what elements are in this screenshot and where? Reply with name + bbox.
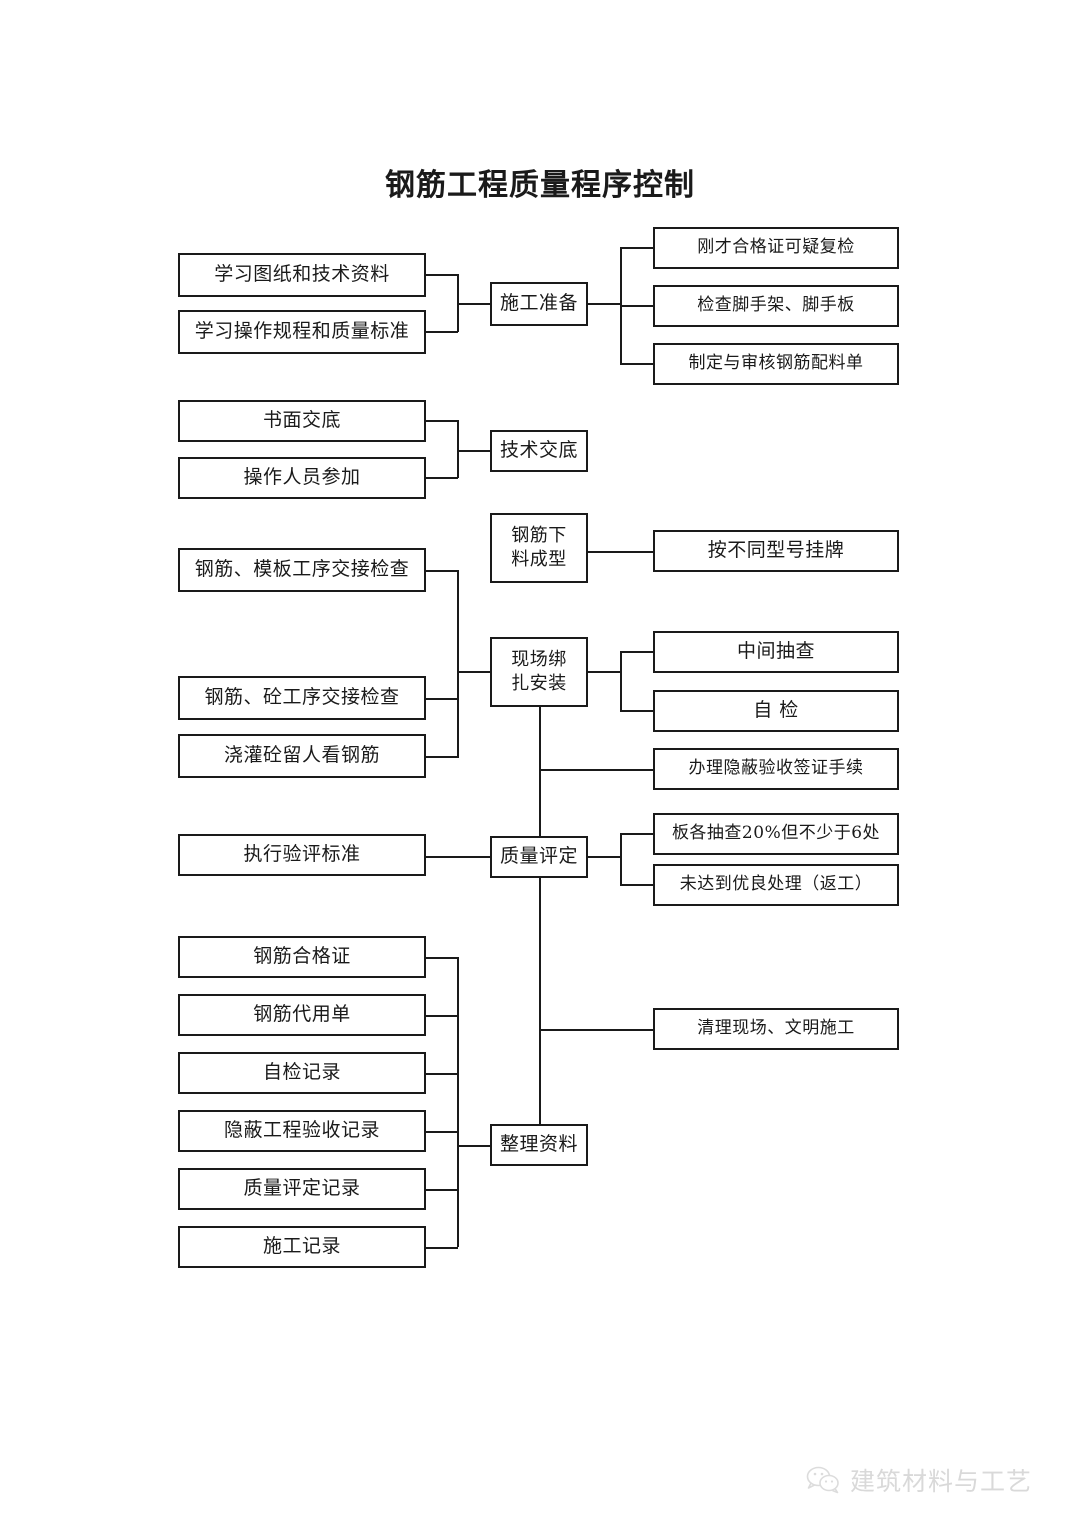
node-site-binding-install-label: 现场绑 扎安装 [511,648,567,694]
node-rework-if-not-excellent: 未达到优良处理（返工） [653,864,899,906]
connector-prep-right [588,303,621,305]
connector-right-bus-5 [620,833,622,885]
connector-n24-right [426,1015,458,1017]
node-study-drawings: 学习图纸和技术资料 [178,253,426,297]
node-rebar-material-list: 制定与审核钢筋配料单 [653,343,899,385]
connector-spine-binding-to-quality [539,707,541,837]
node-written-disclosure: 书面交底 [178,400,426,442]
node-rebar-certificate: 钢筋合格证 [178,936,426,978]
connector-n14-right [426,756,458,758]
node-rebar-cutting-forming: 钢筋下 料成型 [490,513,588,583]
node-slab-sampling: 板各抽查20%但不少于6处 [653,813,899,855]
connector-n25-right [426,1073,458,1075]
connector-quality-right [588,856,621,858]
wechat-icon [806,1465,840,1495]
node-self-inspection-record: 自检记录 [178,1052,426,1094]
connector-n12-right [426,570,458,572]
connector-n13-right [426,698,458,700]
node-file-organization: 整理资料 [490,1124,588,1166]
node-rebar-concrete-handover: 钢筋、砼工序交接检查 [178,676,426,720]
node-rebar-formwork-handover: 钢筋、模板工序交接检查 [178,548,426,592]
connector-n19-to-quality [426,856,491,858]
watermark-text: 建筑材料与工艺 [850,1467,1033,1496]
connector-n26-right [426,1131,458,1133]
node-rebar-cutting-forming-label: 钢筋下 料成型 [511,524,567,570]
node-watch-rebar-pouring: 浇灌砼留人看钢筋 [178,734,426,778]
node-concealed-acceptance-record: 隐蔽工程验收记录 [178,1110,426,1152]
connector-bus3-to-binding [457,671,491,673]
node-interim-sampling: 中间抽查 [653,631,899,673]
connector-bus1-n6 [620,363,654,365]
node-execute-standards: 执行验评标准 [178,834,426,876]
node-check-scaffold: 检查脚手架、脚手板 [653,285,899,327]
connector-bus3-n16 [620,651,654,653]
page-title: 钢筋工程质量程序控制 [385,168,695,203]
node-operator-participation: 操作人员参加 [178,457,426,499]
connector-bus5-n22 [620,884,654,886]
node-quality-assessment-record: 质量评定记录 [178,1168,426,1210]
node-recheck-certificate: 刚才合格证可疑复检 [653,227,899,269]
connector-bus1-to-prep [457,303,491,305]
node-construction-prep: 施工准备 [490,282,588,326]
connector-left-bus-6 [457,957,459,1247]
node-site-cleanup: 清理现场、文明施工 [653,1008,899,1050]
node-concealed-acceptance: 办理隐蔽验收签证手续 [653,748,899,790]
node-site-binding-install: 现场绑 扎安装 [490,637,588,707]
connector-n23-right [426,957,458,959]
connector-binding-right [588,671,621,673]
connector-n28-right [426,1247,458,1249]
connector-bus1-n4 [620,247,654,249]
connector-bus1-n5 [620,305,654,307]
connector-bus2-to-disclosure [457,450,491,452]
connector-bus6-to-filing [457,1145,491,1147]
connector-bus3-n17 [620,710,654,712]
connector-n27-right [426,1189,458,1191]
node-construction-record: 施工记录 [178,1226,426,1268]
watermark: 建筑材料与工艺 [806,1462,1032,1498]
connector-spine-quality-to-filing [539,878,541,1125]
node-tag-by-type: 按不同型号挂牌 [653,530,899,572]
connector-n2-right [426,331,458,333]
connector-forming-to-tag [588,551,654,553]
connector-right-bus-3 [620,651,622,711]
connector-bus5-n21 [620,833,654,835]
connector-n8-right [426,477,458,479]
node-study-standards: 学习操作规程和质量标准 [178,310,426,354]
node-technical-disclosure: 技术交底 [490,430,588,472]
connector-left-bus-2 [457,420,459,478]
connector-spine-to-site-cleanup [539,1029,654,1031]
node-quality-assessment: 质量评定 [490,836,588,878]
connector-n7-right [426,420,458,422]
connector-spine-to-concealed [539,769,654,771]
node-rebar-substitution-form: 钢筋代用单 [178,994,426,1036]
connector-left-bus-3 [457,570,459,758]
connector-n1-right [426,274,458,276]
node-self-inspection: 自 检 [653,690,899,732]
